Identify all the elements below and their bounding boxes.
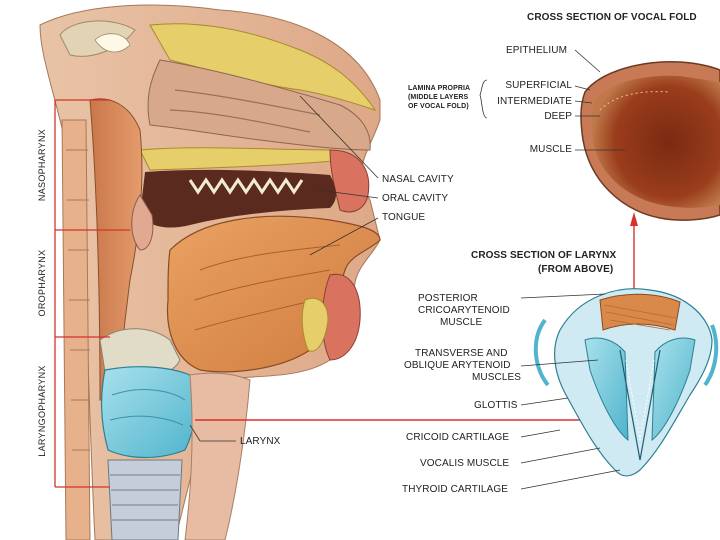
transverse-label-line2: OBLIQUE ARYTENOID <box>404 360 511 371</box>
transverse-label-line1: TRANSVERSE AND <box>415 348 508 359</box>
vocal-fold-title: CROSS SECTION OF VOCAL FOLD <box>527 12 697 23</box>
posterior-label-line1: POSTERIOR <box>418 293 478 304</box>
vocal-fold-leaders <box>479 49 625 151</box>
nasal-cavity-label: NASAL CAVITY <box>382 174 454 185</box>
larynx-leaders <box>520 293 621 490</box>
larynx-section-title-line2: (FROM ABOVE) <box>538 264 614 275</box>
laryngopharynx-label: LARYNGOPHARYNX <box>37 365 47 457</box>
pharynx-brackets <box>54 99 130 488</box>
posterior-label-line3: MUSCLE <box>440 317 483 328</box>
cricoid-label: CRICOID CARTILAGE <box>406 432 510 443</box>
epithelium-label: EPITHELIUM <box>506 45 568 56</box>
transverse-label-line3: MUSCLES <box>472 372 522 383</box>
superficial-label: SUPERFICIAL <box>505 80 572 91</box>
lamina-propria-line2: (MIDDLE LAYERS <box>408 94 469 101</box>
glottis-label: GLOTTIS <box>474 400 518 411</box>
lamina-propria-line1: LAMINA PROPRIA <box>408 85 471 92</box>
larynx-section <box>533 288 719 477</box>
nasopharynx-label: NASOPHARYNX <box>37 128 47 202</box>
oropharynx-label: OROPHARYNX <box>37 249 47 317</box>
vocalis-label: VOCALIS MUSCLE <box>420 458 510 469</box>
larynx-section-title-line1: CROSS SECTION OF LARYNX <box>471 250 617 261</box>
head-leaders <box>189 95 379 442</box>
lamina-propria-line3: OF VOCAL FOLD) <box>408 103 469 110</box>
oral-cavity-label: ORAL CAVITY <box>382 193 449 204</box>
arrow-head-up-icon <box>630 212 638 226</box>
thyroid-label: THYROID CARTILAGE <box>402 484 508 495</box>
sagittal-section <box>39 4 381 540</box>
tongue-label: TONGUE <box>382 212 426 223</box>
deep-label: DEEP <box>544 111 572 122</box>
larynx-label: LARYNX <box>240 436 281 447</box>
intermediate-label: INTERMEDIATE <box>497 96 572 107</box>
muscle-label: MUSCLE <box>529 144 572 155</box>
posterior-label-line2: CRICOARYTENOID <box>418 305 510 316</box>
vocal-fold-section <box>580 61 720 221</box>
